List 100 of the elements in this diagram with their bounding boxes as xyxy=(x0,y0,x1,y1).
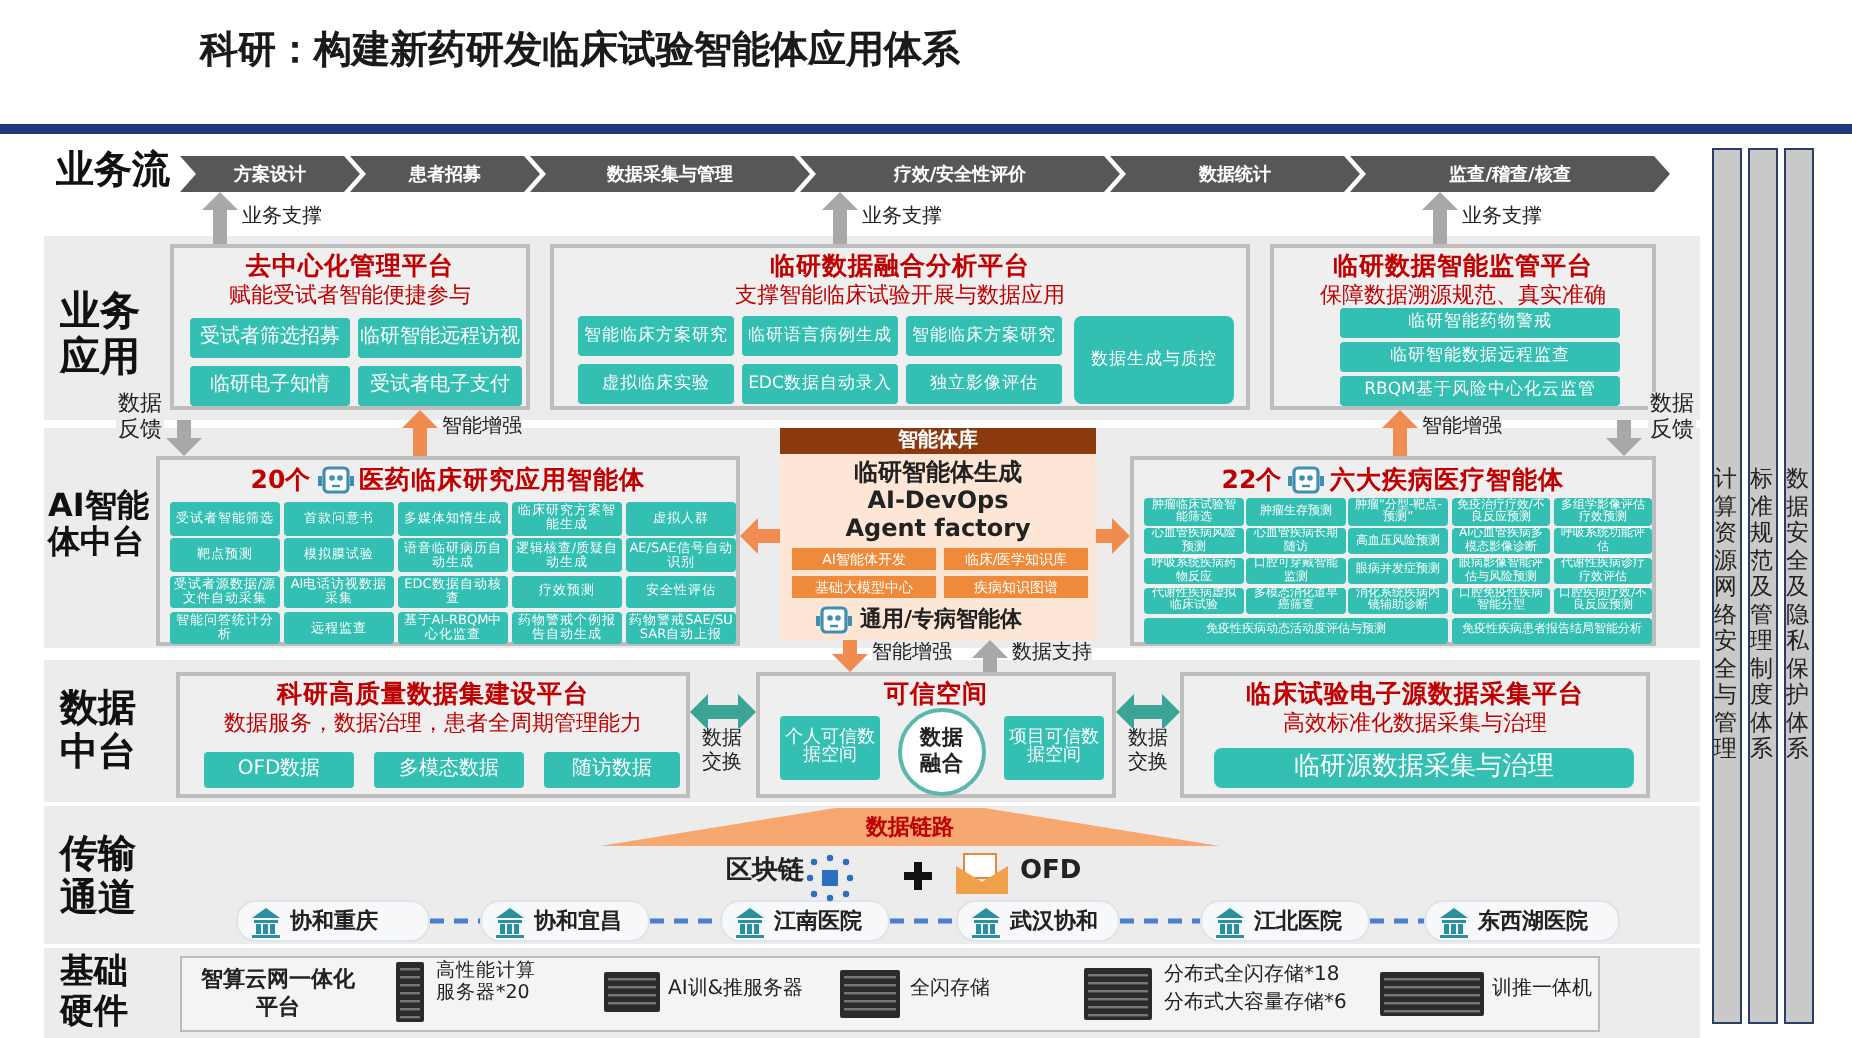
row-band xyxy=(44,948,1700,1038)
feature-box: 数据生成与质控 xyxy=(1074,316,1234,404)
feature-box: 智能临床方案研究 xyxy=(578,316,734,356)
feature-box: 临研电子知情 xyxy=(190,366,350,406)
arrow xyxy=(1382,410,1418,456)
row-band xyxy=(44,806,1700,944)
hospital-cloud xyxy=(480,900,650,942)
edge-label: 业务支撑 xyxy=(242,206,322,229)
hospital-name: 江南医院 xyxy=(774,908,864,936)
platform-title: 临床试验电子源数据采集平台 xyxy=(1244,678,1586,711)
hardware-label: 高性能计算服务器*20 xyxy=(436,962,538,1006)
edge-label: 数据交换 xyxy=(1126,728,1170,774)
library-text: 临研智能体生成 xyxy=(852,458,1024,486)
arrow xyxy=(1096,518,1130,554)
agent-count: 22个 xyxy=(1221,463,1283,497)
hospital-name: 武汉协和 xyxy=(1010,908,1100,936)
row-heading: 业务应用 xyxy=(60,288,142,380)
fusion-circle: 数据融合 xyxy=(898,708,986,796)
double-arrow xyxy=(690,694,756,730)
platform-panel xyxy=(756,672,1116,798)
feature-box: 受试者电子支付 xyxy=(358,366,522,406)
hardware-label: 分布式全闪存储*18 xyxy=(1164,964,1342,987)
system-bar xyxy=(1712,148,1742,1024)
arrow xyxy=(402,410,438,456)
edge-label: 数据反馈 xyxy=(1648,392,1696,443)
hospital-name: 协和宜昌 xyxy=(534,908,624,936)
edge-label: 业务支撑 xyxy=(1462,206,1542,229)
dashed-link xyxy=(430,918,480,924)
arrow xyxy=(1422,192,1458,244)
feature-box: OFD数据 xyxy=(204,752,354,788)
hospital-cloud xyxy=(236,900,430,942)
platform-title: 科研高质量数据集建设平台 xyxy=(274,678,591,711)
feature-box: 受试者筛选招募 xyxy=(190,318,350,358)
hospital-name: 东西湖医院 xyxy=(1478,908,1590,936)
system-bar xyxy=(1748,148,1778,1024)
platform-title: 临研数据智能监管平台 xyxy=(1331,250,1595,283)
panel-title: 六大疾病医疗智能体 xyxy=(1330,463,1565,497)
process-step: 监查/稽查/核查 xyxy=(1350,156,1670,192)
row-heading: 数据中台 xyxy=(60,688,138,776)
platform-panel xyxy=(170,244,530,410)
double-arrow xyxy=(1116,694,1180,730)
hardware-label: 训推一体机 xyxy=(1492,978,1594,1001)
process-step: 疗效/安全性评价 xyxy=(800,156,1120,192)
agent-panel xyxy=(1130,456,1656,646)
dashed-link xyxy=(1120,918,1200,924)
platform-panel xyxy=(176,672,690,798)
channel-label: OFD xyxy=(1020,858,1084,888)
feature-box: RBQM基于风险中心化云监管 xyxy=(1340,376,1620,406)
edge-label: 数据交换 xyxy=(700,728,744,774)
row-heading: AI智能体中台 xyxy=(48,488,151,562)
row-band xyxy=(44,660,1700,802)
row-heading: 基础硬件 xyxy=(60,954,130,1033)
channel-label: 区块链 xyxy=(726,858,806,888)
hardware-label: 分布式大容量存储*6 xyxy=(1164,992,1349,1015)
library-header: 智能体库 xyxy=(780,428,1096,454)
platform-subtitle: 支撑智能临床试验开展与数据应用 xyxy=(733,280,1067,310)
bar-text: 标准规范及管理制度体系 xyxy=(1750,466,1774,763)
hospital-cloud xyxy=(1200,900,1370,942)
edge-label: 业务支撑 xyxy=(862,206,942,229)
feature-box: 项目可信数据空间 xyxy=(1004,716,1104,780)
arrow xyxy=(202,192,238,244)
edge-label: 智能增强 xyxy=(442,416,522,439)
platform-subtitle: 保障数据溯源规范、真实准确 xyxy=(1318,280,1608,310)
agent-library-box xyxy=(780,428,1096,640)
library-text: Agent factory xyxy=(843,514,1033,542)
platform-panel xyxy=(550,244,1250,410)
edge-label: 数据支持 xyxy=(1012,642,1092,665)
feature-box: 临研语言病例生成 xyxy=(742,316,898,356)
platform-subtitle: 数据服务，数据治理，患者全周期管理能力 xyxy=(222,708,644,738)
platform-title: 临研数据融合分析平台 xyxy=(768,250,1032,283)
agent-panel xyxy=(156,456,740,646)
process-step: 数据采集与管理 xyxy=(530,156,810,192)
feature-box: 随访数据 xyxy=(544,752,680,788)
arrow xyxy=(972,640,1008,672)
row-heading: 传输通道 xyxy=(60,834,138,922)
process-step: 数据统计 xyxy=(1110,156,1360,192)
feature-box: 临研智能数据远程监查 xyxy=(1340,342,1620,372)
feature-box: 多模态数据 xyxy=(374,752,524,788)
process-step: 患者招募 xyxy=(350,156,540,192)
feature-box: 虚拟临床实验 xyxy=(578,364,734,404)
feature-box: 临研智能药物警戒 xyxy=(1340,308,1620,338)
feature-box: 智能临床方案研究 xyxy=(906,316,1062,356)
feature-box: 个人可信数据空间 xyxy=(780,716,880,780)
process-step: 方案设计 xyxy=(180,156,360,192)
feature-box: 独立影像评估 xyxy=(906,364,1062,404)
dashed-link xyxy=(1370,918,1424,924)
platform-name: 智算云网一体化平台 xyxy=(199,966,357,1022)
feature-box: 临研智能远程访视 xyxy=(358,318,522,358)
edge-label: 智能增强 xyxy=(1422,416,1502,439)
arrow xyxy=(822,192,858,244)
hospital-name: 江北医院 xyxy=(1254,908,1344,936)
hospital-name: 协和重庆 xyxy=(290,908,380,936)
feature-box: 临研源数据采集与治理 xyxy=(1214,748,1634,788)
row-heading: 业务流 xyxy=(56,150,172,194)
library-text: AI-DevOps xyxy=(865,486,1011,514)
edge-label: 智能增强 xyxy=(872,642,952,665)
system-bar xyxy=(1784,148,1814,1024)
platform-subtitle: 高效标准化数据采集与治理 xyxy=(1281,708,1549,738)
platform-subtitle: 赋能受试者智能便捷参与 xyxy=(227,280,473,310)
title: 科研：构建新药研发临床试验智能体应用体系 xyxy=(200,26,962,76)
